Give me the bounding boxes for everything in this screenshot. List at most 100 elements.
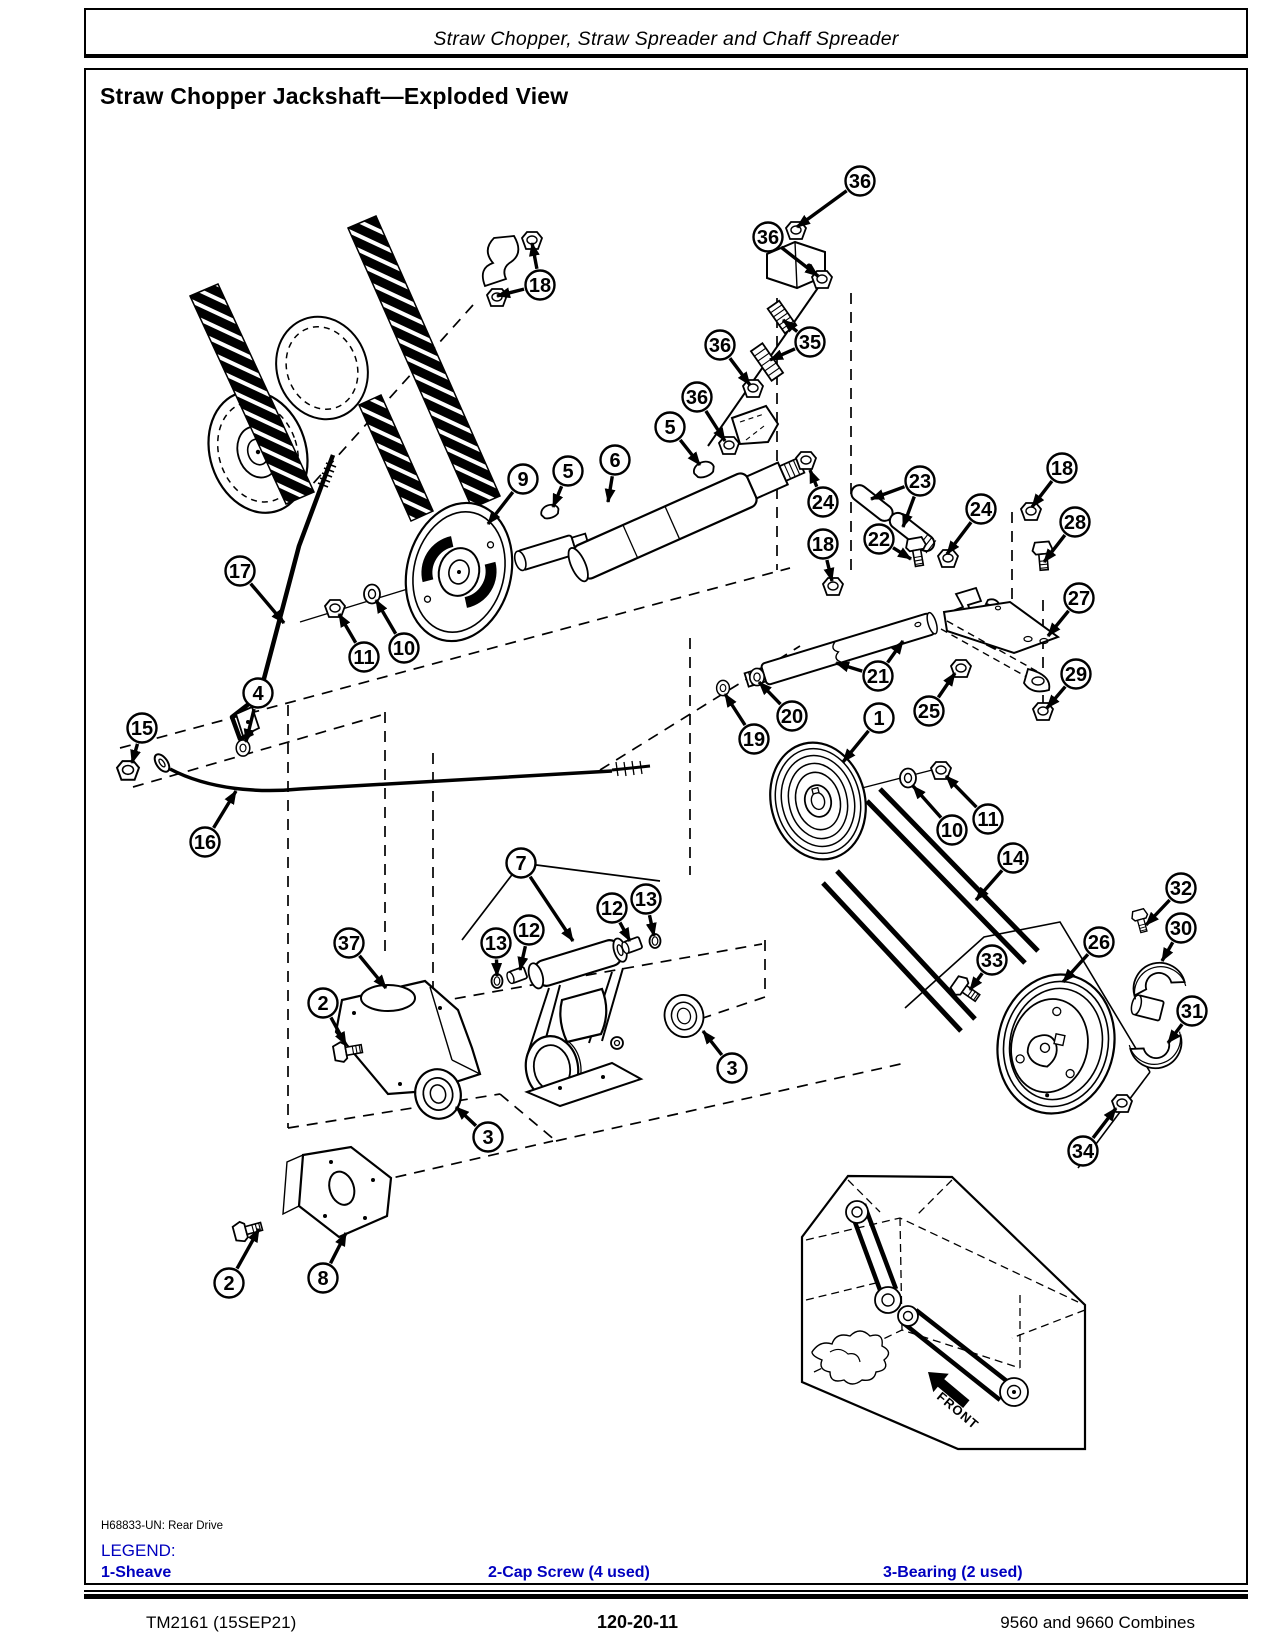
- callout-22: 22: [863, 523, 912, 561]
- svg-text:12: 12: [601, 898, 623, 920]
- callout-19: 19: [723, 693, 770, 755]
- bearing-half-upper: [1126, 956, 1187, 1001]
- callout-3: 3: [701, 1029, 748, 1084]
- callout-24: 24: [945, 493, 997, 556]
- drive-belt: [188, 215, 501, 522]
- svg-text:23: 23: [909, 471, 931, 493]
- svg-text:13: 13: [635, 889, 657, 911]
- front-direction-arrow: [928, 1372, 970, 1408]
- svg-text:26: 26: [1088, 932, 1110, 954]
- legend-item-3: 3-Bearing (2 used): [883, 1564, 1023, 1581]
- inset-view: FRONT: [800, 1174, 1087, 1451]
- svg-text:29: 29: [1065, 664, 1087, 686]
- woodruff-key: [692, 460, 715, 479]
- svg-text:1: 1: [873, 708, 884, 730]
- callout-18: 18: [496, 242, 556, 301]
- exploded-diagram: FRONT 3636183536365659231824242822181727…: [116, 165, 1208, 1451]
- svg-text:2: 2: [223, 1273, 234, 1295]
- callout-34: 34: [1067, 1106, 1118, 1167]
- callout-29: 29: [1045, 658, 1092, 710]
- bearing-half-lower: [1128, 1030, 1189, 1075]
- callout-3: 3: [454, 1105, 504, 1153]
- callout-36: 36: [795, 165, 876, 229]
- legend-item-1: 1-Sheave: [101, 1564, 172, 1581]
- callout-2: 2: [307, 987, 348, 1046]
- control-rod: [153, 753, 651, 793]
- callout-25: 25: [913, 672, 957, 727]
- svg-text:36: 36: [686, 387, 708, 409]
- callout-6: 6: [599, 444, 631, 503]
- callout-36: 36: [704, 329, 752, 387]
- svg-text:25: 25: [918, 701, 940, 723]
- callout-7: 7: [461, 847, 661, 942]
- callout-12: 12: [596, 892, 632, 942]
- callout-23: 23: [870, 465, 936, 528]
- footer-rule-thin: [84, 1590, 1248, 1592]
- callout-4: 4: [242, 677, 274, 743]
- callout-8: 8: [307, 1232, 348, 1294]
- svg-text:28: 28: [1064, 512, 1086, 534]
- woodruff-key: [540, 503, 560, 520]
- figure-caption: H68833-UN: Rear Drive: [101, 1520, 224, 1532]
- svg-text:18: 18: [529, 275, 551, 297]
- svg-text:36: 36: [849, 171, 871, 193]
- callout-24: 24: [807, 469, 839, 518]
- legend-item-2: 2-Cap Screw (4 used): [488, 1564, 650, 1581]
- svg-text:37: 37: [338, 933, 360, 955]
- callout-1: 1: [841, 702, 895, 764]
- retainer-clip: [481, 235, 520, 288]
- callout-5: 5: [654, 411, 702, 467]
- mount-bracket-8: [282, 1145, 393, 1239]
- svg-text:7: 7: [515, 853, 526, 875]
- svg-text:24: 24: [970, 499, 993, 521]
- svg-text:30: 30: [1170, 918, 1192, 940]
- svg-text:27: 27: [1068, 588, 1090, 610]
- callout-16: 16: [189, 790, 238, 858]
- pivot-arm: [524, 937, 644, 1108]
- callout-11: 11: [944, 774, 1004, 835]
- callout-27: 27: [1046, 582, 1095, 638]
- callout-28: 28: [1042, 506, 1091, 564]
- footer-rule-thick: [84, 1594, 1248, 1599]
- idler-ring: [275, 315, 369, 421]
- svg-text:34: 34: [1072, 1141, 1095, 1163]
- svg-text:15: 15: [131, 718, 153, 740]
- callout-20: 20: [757, 680, 808, 732]
- callout-36: 36: [681, 381, 727, 442]
- callout-9: 9: [486, 463, 539, 526]
- svg-text:33: 33: [981, 950, 1003, 972]
- callout-15: 15: [126, 712, 158, 764]
- svg-text:14: 14: [1002, 848, 1025, 870]
- svg-text:32: 32: [1170, 878, 1192, 900]
- svg-text:9: 9: [517, 469, 528, 491]
- callout-18: 18: [807, 528, 839, 582]
- callout-37: 37: [333, 927, 388, 990]
- footer-manual-number: TM2161 (15SEP21): [146, 1613, 297, 1632]
- svg-text:18: 18: [812, 534, 834, 556]
- callout-11: 11: [337, 613, 380, 673]
- svg-text:24: 24: [812, 492, 835, 514]
- svg-text:36: 36: [757, 227, 779, 249]
- footer-model: 9560 and 9660 Combines: [1000, 1613, 1195, 1632]
- callout-10: 10: [911, 784, 968, 846]
- legend-label: LEGEND:: [101, 1541, 176, 1560]
- bearing: [659, 989, 709, 1043]
- callout-18: 18: [1030, 452, 1078, 509]
- svg-text:11: 11: [353, 647, 374, 669]
- spacer: [1130, 994, 1165, 1022]
- svg-text:16: 16: [194, 832, 216, 854]
- callout-17: 17: [224, 555, 286, 625]
- idler-shaft: [743, 611, 938, 688]
- svg-text:17: 17: [229, 561, 251, 583]
- callout-10: 10: [374, 599, 420, 664]
- svg-text:8: 8: [317, 1268, 328, 1290]
- belt-14: [821, 787, 1040, 1033]
- callout-32: 32: [1144, 872, 1197, 927]
- page-header-title: Straw Chopper, Straw Spreader and Chaff …: [433, 28, 899, 50]
- svg-text:35: 35: [799, 332, 821, 354]
- svg-text:19: 19: [743, 729, 765, 751]
- svg-text:6: 6: [609, 450, 620, 472]
- callout-13: 13: [630, 883, 662, 937]
- svg-text:5: 5: [664, 417, 675, 439]
